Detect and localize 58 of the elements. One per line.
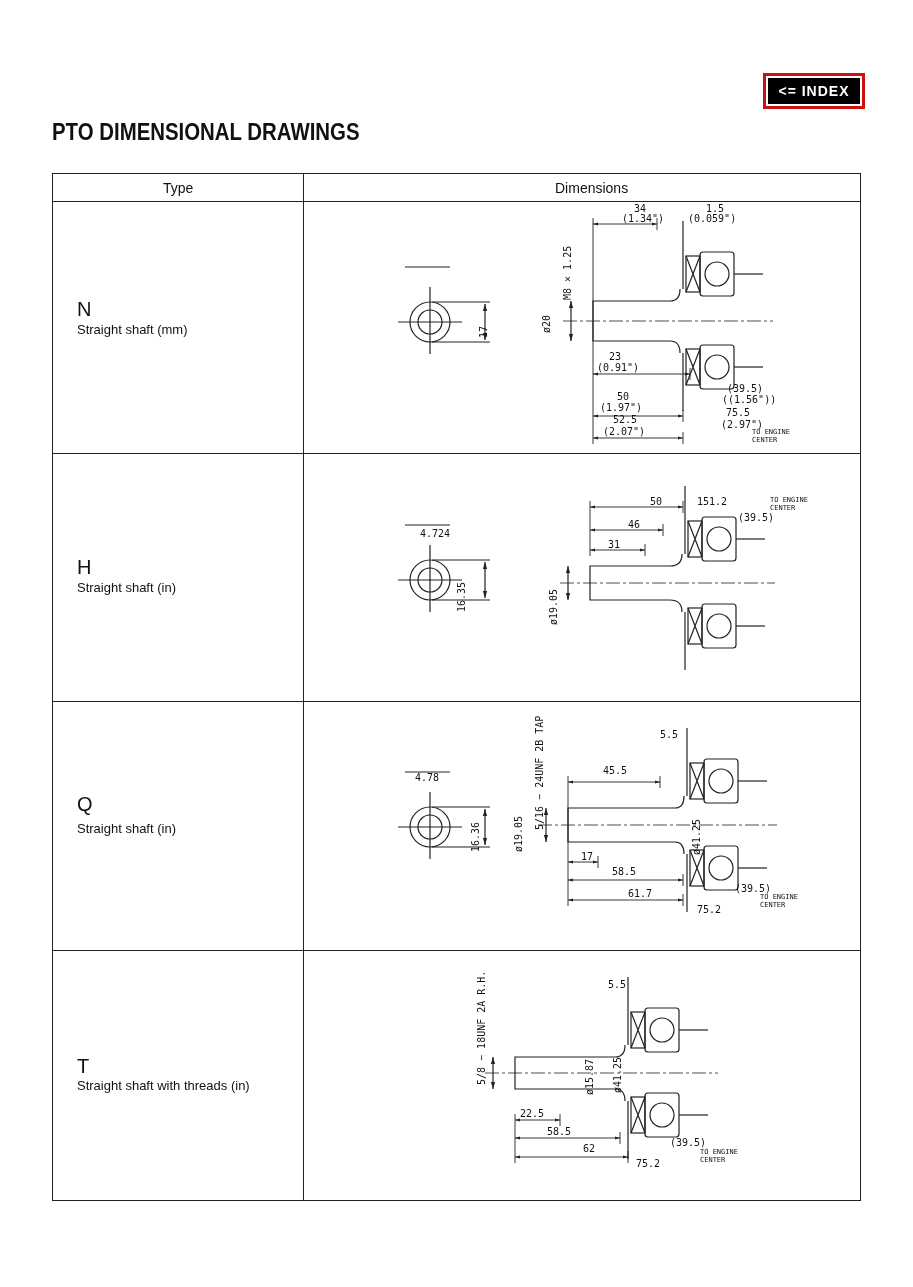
dimension-label: 50 xyxy=(650,496,663,507)
type-code: T xyxy=(77,1055,90,1078)
dimension-label: 50 xyxy=(617,391,630,402)
dimension-label: 34 xyxy=(634,203,647,214)
dimension-label: 16.35 xyxy=(456,581,467,612)
dimension-label: 1.5 xyxy=(706,203,725,214)
dimension-label: 5/8 − 18UNF 2A R.H. xyxy=(476,970,487,1085)
dimension-label: 4.78 xyxy=(415,772,440,783)
dimension-label: 5/16 − 24UNF 2B TAP xyxy=(534,715,545,830)
dimension-label: ø15.87 xyxy=(584,1058,595,1095)
page-title: PTO DIMENSIONAL DRAWINGS xyxy=(52,118,360,146)
dimension-label: 17 xyxy=(478,325,489,338)
dimension-label: 4.724 xyxy=(420,528,451,539)
type-code: N xyxy=(77,298,92,321)
dimension-label: ø41.25 xyxy=(612,1056,623,1093)
type-description: Straight shaft (in) xyxy=(77,821,176,836)
dimension-label: 75.5 xyxy=(726,407,751,418)
dimension-label: ø19.05 xyxy=(548,588,559,625)
type-code: Q xyxy=(77,793,93,816)
column-header: Dimensions xyxy=(555,180,629,196)
dimension-label: 22.5 xyxy=(520,1108,545,1119)
column-header: Type xyxy=(163,180,194,196)
dimension-label: ø41.25 xyxy=(691,818,702,855)
type-description: Straight shaft (in) xyxy=(77,580,176,595)
type-description: Straight shaft with threads (in) xyxy=(77,1078,250,1093)
dimension-label: (39.5) xyxy=(670,1137,707,1148)
dimension-label: (0.91") xyxy=(597,362,640,373)
dimension-label: 17 xyxy=(581,851,594,862)
dimension-label: 45.5 xyxy=(603,765,628,776)
dimension-label: (1.34") xyxy=(622,213,665,224)
dimension-label: 5.5 xyxy=(608,979,627,990)
dimension-label: 61.7 xyxy=(628,888,653,899)
dimension-label: 31 xyxy=(608,539,621,550)
type-description: Straight shaft (mm) xyxy=(77,322,188,337)
dimension-label: (39.5) xyxy=(727,383,764,394)
dimension-label: 58.5 xyxy=(612,866,637,877)
index-button: <= INDEX xyxy=(763,73,865,109)
dimension-label: ø20 xyxy=(541,314,552,333)
dimension-label: (1.97") xyxy=(600,402,643,413)
dimension-label: M8 × 1.25 xyxy=(562,245,573,300)
dimension-label: 46 xyxy=(628,519,641,530)
dimension-label: 5.5 xyxy=(660,729,679,740)
dimension-label: 75.2 xyxy=(697,904,722,915)
dimension-label: (39.5) xyxy=(735,883,772,894)
dimension-label: (2.97") xyxy=(721,419,764,430)
dimension-label: 62 xyxy=(583,1143,596,1154)
dimension-label: 23 xyxy=(609,351,622,362)
dimension-label: 151.2 xyxy=(697,496,728,507)
dimension-label: ((1.56")) xyxy=(722,394,777,405)
dimension-label: 75.2 xyxy=(636,1158,661,1169)
dimension-label: (0.059") xyxy=(688,213,737,224)
dimension-label: (2.07") xyxy=(603,426,646,437)
dimension-label: ø19.05 xyxy=(513,815,524,852)
dimension-label: (39.5) xyxy=(738,512,775,523)
type-code: H xyxy=(77,556,92,579)
dimension-label: 52.5 xyxy=(613,414,638,425)
dimension-label: 16.36 xyxy=(470,821,481,852)
dimension-label: 58.5 xyxy=(547,1126,572,1137)
